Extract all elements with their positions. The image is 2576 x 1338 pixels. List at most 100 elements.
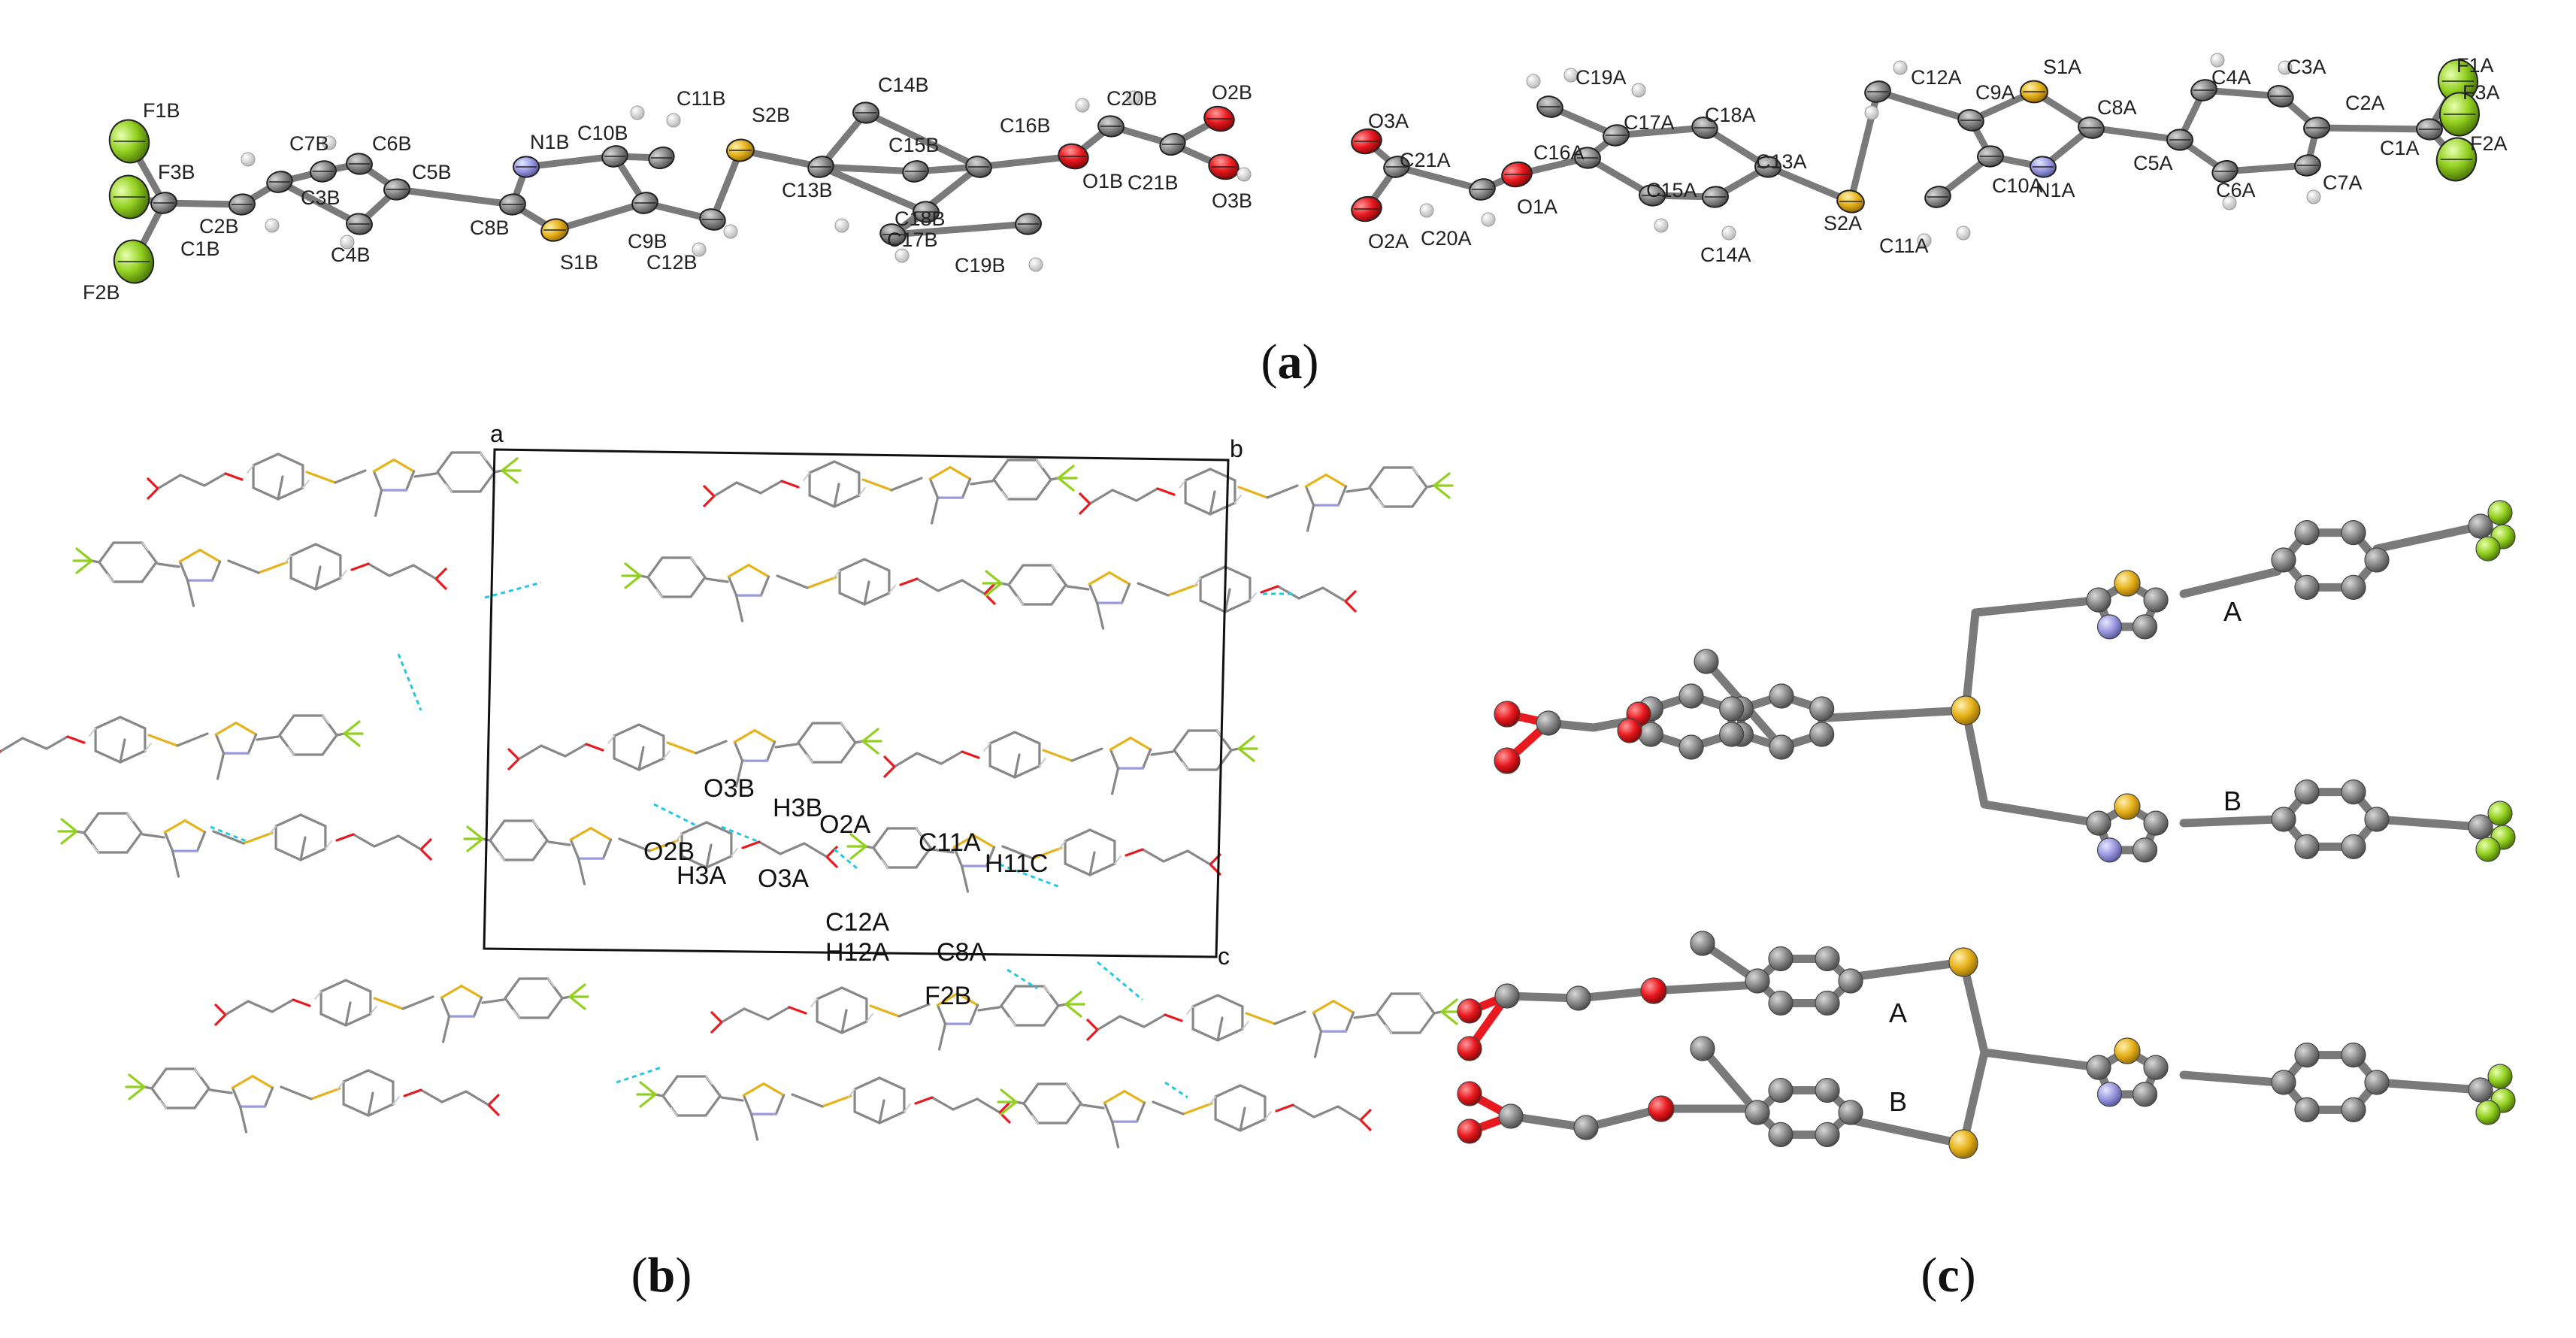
label-c2a: C2A (2345, 92, 2385, 114)
ball-c (2086, 587, 2111, 613)
label-c21b: C21B (1128, 171, 1179, 194)
label-c6a: C6A (2216, 179, 2256, 201)
label-c19b: C19B (955, 254, 1006, 277)
packing-molecule (463, 819, 839, 885)
panel-label-c: (c) (1921, 1248, 1975, 1303)
contact-label-c11a: C11A (919, 828, 981, 857)
atom-h-20 (1893, 60, 1908, 75)
label-o2b: O2B (1212, 81, 1252, 104)
ball-c (1573, 1115, 1599, 1140)
ball-c (1809, 722, 1835, 747)
atom-h-25 (2278, 60, 2293, 75)
label-c5b: C5B (412, 161, 452, 183)
atom-h-8 (834, 218, 849, 233)
ball-c (1638, 722, 1663, 747)
unit-cell-axis-c: c (1218, 943, 1230, 970)
packing-molecule (710, 985, 1085, 1051)
label-c4a: C4A (2211, 66, 2251, 89)
ball-c (1769, 734, 1794, 760)
ball-o (1457, 1036, 1482, 1061)
ball-c (2341, 834, 2366, 859)
ball-c (1768, 1122, 1794, 1148)
atom-h-24 (2210, 53, 2225, 68)
label-c5a: C5A (2133, 152, 2173, 174)
panel-b-hydrogen-bond-contacts (210, 581, 1293, 1099)
atom-h-5 (666, 113, 681, 128)
atom-h-27 (2306, 189, 2321, 204)
packing-molecule (621, 556, 997, 622)
atom-h-22 (1917, 233, 1932, 248)
ball-o (1457, 1119, 1482, 1144)
label-c9a: C9A (1975, 81, 2015, 104)
molecule-label-lower-b: B (1889, 1086, 1907, 1117)
packing-molecule (1085, 992, 1461, 1058)
contact-label-f2b: F2B (925, 982, 971, 1010)
ball-f (2475, 1100, 2501, 1125)
label-c14a: C14A (1700, 244, 1751, 266)
label-c13b: C13B (782, 179, 833, 201)
atom-h-13 (1419, 203, 1434, 218)
molecule-label-upper-b: B (2223, 786, 2242, 816)
ball-c (1678, 734, 1704, 760)
ball-f (2475, 536, 2501, 562)
label-c4b: C4B (331, 244, 371, 266)
hbond-contact (1006, 968, 1038, 990)
atom-h-11 (1075, 98, 1090, 113)
ball-c (1768, 990, 1794, 1016)
atom-h-10 (1028, 257, 1043, 272)
ball-c (2364, 807, 2390, 832)
label-c8a: C8A (2097, 96, 2137, 119)
label-s1a: S1A (2043, 56, 2081, 78)
ball-c (1768, 1077, 1794, 1103)
molecule-label-upper-a: A (2223, 596, 2242, 627)
ball-c (2132, 614, 2158, 640)
label-c19a: C19A (1576, 66, 1627, 89)
ball-c (2294, 834, 2320, 859)
hbond-contact (834, 848, 858, 870)
label-s2b: S2B (752, 104, 790, 126)
ball-c (1566, 985, 1591, 1011)
label-c6b: C6B (372, 132, 412, 155)
ball-c (2341, 520, 2366, 546)
ball-c (1815, 1122, 1840, 1148)
packing-molecule (1078, 466, 1454, 532)
ball-c (1536, 710, 1561, 736)
ball-c (2294, 574, 2320, 600)
label-c18a: C18A (1705, 104, 1756, 126)
contact-label-o2b: O2B (643, 837, 695, 866)
ball-c (2468, 513, 2493, 539)
ball-c (1498, 1103, 1524, 1129)
label-c15a: C15A (1646, 179, 1697, 201)
ball-f (2475, 837, 2501, 862)
atom-h-6 (692, 242, 707, 257)
ball-s (2114, 1037, 2141, 1064)
ball-c (1768, 946, 1794, 972)
ball-c (2341, 1043, 2366, 1068)
ball-c (2132, 1082, 2158, 1107)
ball-c (1494, 983, 1520, 1009)
contact-label-h3a: H3A (677, 861, 726, 890)
atom-h-12 (1126, 90, 1141, 105)
label-c7a: C7A (2323, 171, 2363, 194)
packing-molecule (702, 459, 1078, 525)
atom-h-7 (723, 224, 738, 239)
ball-s (1951, 695, 1981, 725)
ball-c (2271, 1070, 2296, 1095)
packing-molecule (846, 827, 1222, 893)
packing-molecule (213, 977, 589, 1043)
ball-c (2364, 547, 2390, 573)
ball-c (1815, 1077, 1840, 1103)
atom-h-14 (1481, 212, 1496, 227)
ball-c (2341, 779, 2366, 805)
ball-c (1838, 1100, 1863, 1125)
label-o2a: O2A (1368, 230, 1409, 253)
packing-molecule (0, 714, 364, 780)
packing-molecule (636, 1075, 1012, 1141)
hbond-contact (484, 581, 542, 599)
packing-molecule (982, 564, 1358, 630)
contact-label-o2a: O2A (819, 810, 870, 839)
label-c1a: C1A (2380, 137, 2420, 159)
contact-label-c12a: C12A (825, 908, 889, 937)
